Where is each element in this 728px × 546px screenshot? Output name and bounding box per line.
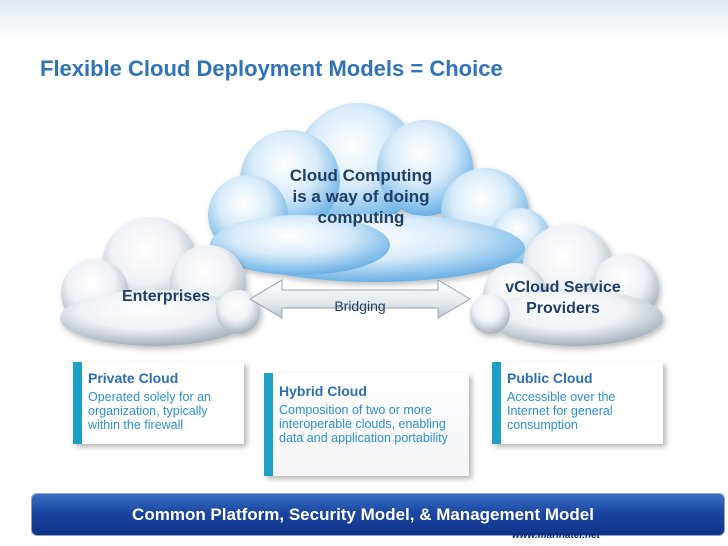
- private-cloud-title: Private Cloud: [88, 370, 179, 386]
- hybrid-cloud-box: Hybrid Cloud Composition of two or more …: [264, 373, 469, 476]
- bridging-arrow: [249, 279, 471, 319]
- private-cloud-box: Private Cloud Operated solely for an org…: [73, 362, 244, 444]
- main-cloud-line: Cloud Computing: [289, 166, 433, 185]
- banner-text: Common Platform, Security Model, & Manag…: [132, 504, 594, 524]
- page-title: Flexible Cloud Deployment Models = Choic…: [40, 56, 503, 81]
- private-cloud-description: Operated solely for an organization, typ…: [88, 390, 211, 432]
- provider-cloud-label: vCloud Service Providers: [488, 277, 638, 319]
- provider-cloud-line: vCloud Service: [505, 279, 621, 296]
- public-cloud-box: Public Cloud Accessible over the Interne…: [492, 362, 663, 444]
- public-cloud-description: Accessible over the Internet for general…: [507, 390, 616, 432]
- enterprise-cloud-shape: [60, 217, 260, 346]
- footer-url: www.marinatel.net: [512, 530, 600, 541]
- hybrid-cloud-title: Hybrid Cloud: [279, 383, 367, 399]
- main-cloud-shape: [208, 103, 550, 282]
- provider-cloud-line: Providers: [526, 300, 600, 317]
- main-cloud-line: is a way of doing: [292, 187, 430, 206]
- main-cloud-line: computing: [317, 208, 405, 227]
- provider-cloud-shape: [470, 224, 663, 346]
- header-band: [0, 0, 728, 40]
- bridging-label: Bridging: [334, 298, 386, 314]
- public-cloud-title: Public Cloud: [507, 370, 593, 386]
- platform-banner: Common Platform, Security Model, & Manag…: [31, 493, 725, 536]
- enterprise-cloud-label: Enterprises: [121, 288, 211, 305]
- hybrid-cloud-description: Composition of two or more interoperable…: [279, 403, 448, 445]
- main-cloud-label: Cloud Computing is a way of doing comput…: [268, 165, 454, 228]
